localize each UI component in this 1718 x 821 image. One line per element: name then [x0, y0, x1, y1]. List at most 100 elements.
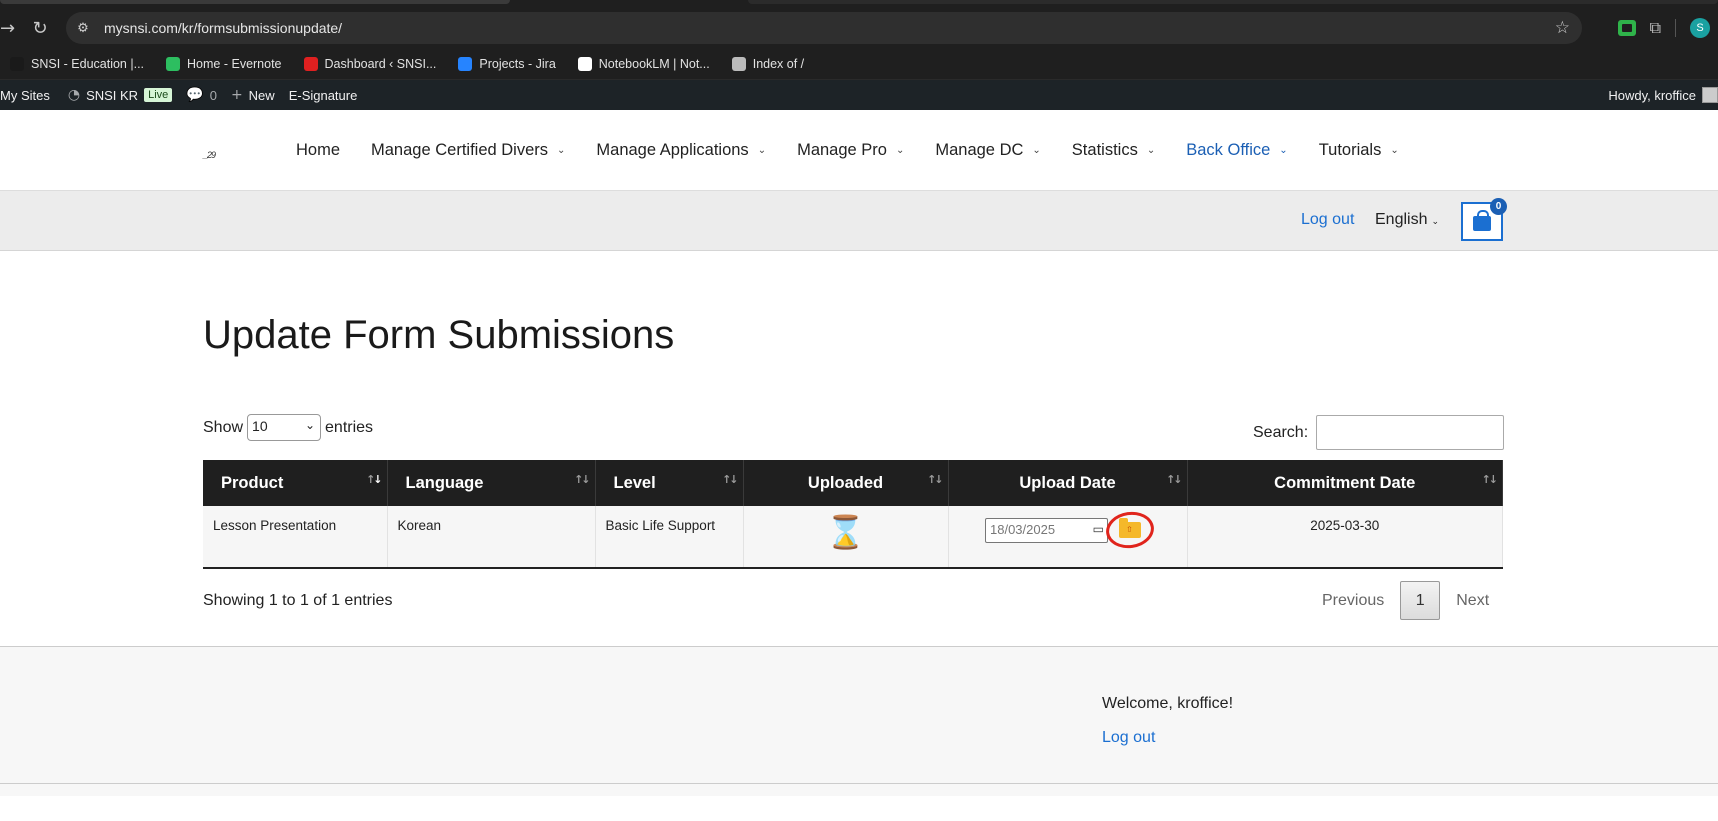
chevron-down-icon: ⌄	[1279, 145, 1288, 156]
search-label: Search:	[1253, 423, 1309, 441]
column-header-level[interactable]: Level ↑↓	[595, 460, 744, 506]
browser-tab[interactable]	[0, 0, 510, 4]
column-label: Uploaded	[807, 473, 884, 492]
cell-level: Basic Life Support	[595, 506, 744, 569]
cart-count-badge: 0	[1490, 198, 1507, 215]
nav-label: Manage DC	[935, 141, 1024, 159]
entries-select[interactable]: 10 ⌄	[247, 414, 322, 441]
cell-product: Lesson Presentation	[203, 506, 388, 569]
calendar-icon[interactable]: ▭	[1092, 521, 1104, 536]
bookmark-item[interactable]: Index of /	[731, 56, 804, 71]
table-row: Lesson Presentation Korean Basic Life Su…	[203, 506, 1503, 569]
extension-icon[interactable]	[1617, 20, 1636, 36]
nav-item-manage-applications[interactable]: Manage Applications ⌄	[596, 141, 766, 160]
table-search-control: Search:	[1253, 415, 1505, 450]
site-name-menu[interactable]: ◔ SNSI KR Live	[67, 87, 173, 103]
nav-label: Home	[296, 141, 341, 159]
nav-item-manage-certified-divers[interactable]: Manage Certified Divers⌄	[371, 141, 565, 160]
new-label: New	[248, 87, 275, 103]
site-info-icon[interactable]: ⚙	[77, 20, 89, 36]
column-header-commitment-date[interactable]: Commitment Date ↑↓	[1187, 460, 1503, 506]
address-bar[interactable]: ⚙ mysnsi.com/kr/formsubmissionupdate/ ☆	[66, 12, 1582, 44]
nav-label: Manage Applications	[596, 141, 749, 159]
dashboard-gauge-icon: ◔	[67, 87, 81, 103]
jira-icon	[458, 56, 473, 71]
footer-logout-link[interactable]: Log out	[1102, 729, 1156, 746]
nav-item-tutorials[interactable]: Tutorials⌄	[1319, 141, 1399, 160]
column-header-uploaded[interactable]: Uploaded ↑↓	[743, 460, 949, 506]
nav-item-manage-dc[interactable]: Manage DC ⌄	[935, 141, 1040, 160]
snsi-icon	[10, 56, 24, 71]
my-sites-menu[interactable]: My Sites	[0, 88, 50, 103]
bookmark-item[interactable]: Dashboard ‹ SNSI...	[303, 56, 436, 71]
sort-icon: ↑↓	[1481, 473, 1499, 486]
submissions-table: Product ↑↓ Language ↑↓ Level ↑↓ Uploaded…	[203, 460, 1503, 569]
chevron-down-icon: ⌄	[1431, 217, 1440, 227]
upload-date-input[interactable]: 18/03/2025 ▭	[985, 517, 1108, 543]
column-label: Commitment Date	[1274, 473, 1416, 492]
bookmark-item[interactable]: Projects - Jira	[458, 56, 556, 71]
hourglass-icon: ⌛	[825, 513, 866, 551]
pagination: Previous 1 Next	[1306, 581, 1505, 620]
chevron-down-icon: ⌄	[757, 145, 767, 156]
header-logout-link[interactable]: Log out	[1301, 211, 1355, 228]
browser-tab[interactable]	[748, 0, 1718, 4]
url-text[interactable]: mysnsi.com/kr/formsubmissionupdate/	[104, 20, 343, 36]
bookmark-item[interactable]: Home - Evernote	[166, 56, 282, 71]
bookmark-item[interactable]: SNSI - Education |...	[10, 56, 144, 71]
notebooklm-icon	[577, 56, 592, 71]
reload-icon[interactable]: ↻	[32, 17, 48, 39]
next-page-button[interactable]: Next	[1456, 591, 1490, 609]
sort-desc-icon: ↑↓	[366, 473, 383, 486]
column-header-language[interactable]: Language ↑↓	[387, 460, 596, 506]
table-header-row: Product ↑↓ Language ↑↓ Level ↑↓ Uploaded…	[203, 460, 1503, 506]
browser-toolbar: → ↻ ⚙ mysnsi.com/kr/formsubmissionupdate…	[0, 8, 1718, 48]
welcome-text: Welcome, kroffice!	[1102, 695, 1234, 712]
nav-item-back-office[interactable]: Back Office⌄	[1186, 141, 1287, 160]
column-header-upload-date[interactable]: Upload Date ↑↓	[948, 460, 1188, 506]
nav-item-manage-pro[interactable]: Manage Pro⌄	[797, 141, 904, 160]
cell-upload-date: 18/03/2025 ▭ ⇧	[948, 506, 1188, 569]
site-footer: Welcome, kroffice! Log out	[0, 646, 1718, 796]
chevron-down-icon: ⌄	[1032, 145, 1041, 156]
extensions-puzzle-icon[interactable]: ⧉	[1649, 18, 1661, 37]
page-1-button[interactable]: 1	[1400, 581, 1441, 620]
upload-date-value: 18/03/2025	[990, 521, 1056, 537]
plus-icon: +	[230, 87, 243, 103]
howdy-label: Howdy, kroffice	[1608, 87, 1696, 103]
language-label: English	[1375, 211, 1428, 228]
new-content-menu[interactable]: + New	[231, 87, 275, 103]
bookmark-item[interactable]: NotebookLM | Not...	[577, 56, 710, 71]
profile-avatar[interactable]: S	[1690, 18, 1710, 38]
previous-page-button[interactable]: Previous	[1322, 591, 1385, 609]
site-logo[interactable]: _29	[203, 150, 216, 160]
language-switcher[interactable]: English⌄	[1375, 211, 1439, 229]
chevron-down-icon: ⌄	[1390, 145, 1399, 156]
shopping-bag-icon	[1473, 210, 1491, 231]
account-menu[interactable]: Howdy, kroffice	[1608, 87, 1718, 103]
nav-item-statistics[interactable]: Statistics⌄	[1072, 141, 1155, 160]
avatar	[1702, 87, 1718, 103]
chevron-down-icon: ⌄	[304, 418, 316, 432]
main-content: Update Form Submissions Show 10 ⌄ entrie…	[0, 251, 1718, 646]
entries-length-control: Show 10 ⌄ entries	[203, 414, 373, 441]
upload-file-button[interactable]: ⇧	[1103, 508, 1157, 552]
browser-tabstrip	[0, 0, 1718, 8]
chevron-down-icon: ⌄	[557, 145, 566, 156]
comments-menu[interactable]: 💬 0	[186, 87, 217, 103]
bookmarks-bar: SNSI - Education |... Home - Evernote Dash…	[0, 48, 1718, 80]
cart-button[interactable]: 0	[1461, 198, 1507, 241]
bookmark-star-icon[interactable]: ☆	[1554, 18, 1570, 38]
entries-label: entries	[325, 418, 374, 436]
column-label: Level	[613, 473, 656, 492]
nav-item-home[interactable]: Home	[296, 141, 340, 160]
cell-language: Korean	[387, 506, 596, 569]
search-input[interactable]	[1316, 415, 1505, 450]
bookmark-label: Projects - Jira	[479, 56, 556, 71]
extensions-area: ⧉ S	[1617, 8, 1718, 48]
forward-icon[interactable]: →	[0, 17, 16, 39]
entries-select-value: 10	[252, 418, 268, 434]
esignature-menu[interactable]: E-Signature	[289, 88, 358, 103]
chevron-down-icon: ⌄	[1146, 145, 1156, 156]
column-header-product[interactable]: Product ↑↓	[203, 460, 388, 506]
